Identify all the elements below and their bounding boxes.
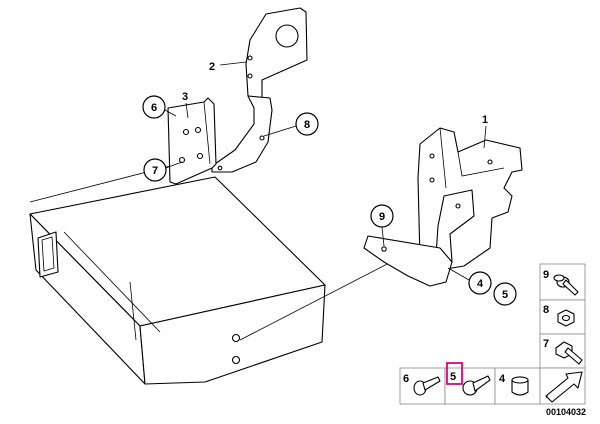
callout-9: 9 (370, 204, 394, 247)
legend-item-5: 5 (446, 362, 491, 396)
legend-label: 4 (499, 373, 506, 385)
legend-item-4: 4 (499, 373, 529, 396)
hex-nut-icon (557, 309, 575, 327)
legend-label: 7 (543, 338, 549, 350)
cd-changer-unit (29, 176, 326, 385)
callout-4: 4 (447, 267, 492, 295)
legend-item-8: 8 (543, 304, 575, 327)
diagram-code: 00104032 (546, 407, 586, 417)
bracket-2 (211, 7, 308, 173)
callout-label: 3 (182, 91, 188, 103)
callout-label: 4 (477, 278, 484, 290)
legend-label: 6 (403, 373, 409, 385)
callout-1: 1 (482, 114, 488, 149)
callout-label: 9 (379, 211, 385, 223)
grommet-icon (511, 376, 529, 396)
direction-arrow-icon (545, 371, 583, 403)
callout-3: 3 (182, 91, 189, 119)
screw-with-washer-icon (553, 274, 579, 296)
screw-icon (413, 376, 441, 396)
callout-5: 5 (493, 282, 517, 306)
bracket-3 (167, 97, 217, 185)
hex-bolt-icon (555, 341, 583, 365)
callout-label: 5 (502, 289, 508, 301)
callout-label: 8 (304, 119, 310, 131)
callout-label: 6 (151, 102, 157, 114)
legend-label: 8 (543, 304, 549, 316)
callout-label: 2 (209, 61, 215, 73)
callout-7: 7 (143, 158, 183, 182)
legend-item-7: 7 (543, 338, 583, 365)
callout-label: 1 (482, 114, 488, 126)
bracket-1 (363, 127, 523, 287)
screw-icon (462, 375, 491, 396)
callout-2: 2 (209, 61, 247, 73)
callout-6: 6 (142, 95, 177, 119)
legend-label: 9 (543, 269, 549, 281)
legend-item-6: 6 (403, 373, 441, 396)
legend-label: 5 (450, 371, 456, 383)
callout-8: 8 (263, 112, 319, 137)
highlight-box (446, 362, 463, 385)
legend-item-9: 9 (543, 269, 579, 296)
callout-label: 7 (152, 165, 158, 177)
